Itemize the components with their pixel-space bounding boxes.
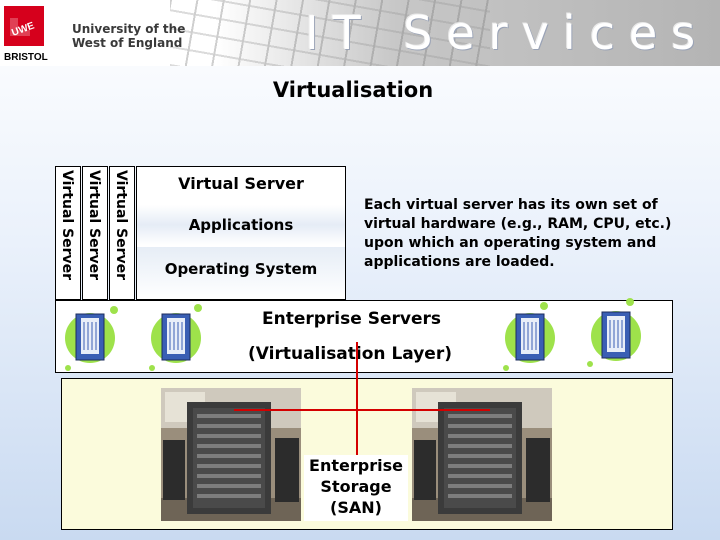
server-icon xyxy=(587,298,641,367)
storage-label-line-2: Storage xyxy=(320,477,392,496)
svg-text:BRISTOL: BRISTOL xyxy=(4,52,48,62)
header-banner: UWE BRISTOL University of the West of En… xyxy=(0,0,720,66)
storage-label-line-1: Enterprise xyxy=(309,456,403,475)
enterprise-storage-label: Enterprise Storage (SAN) xyxy=(304,455,408,521)
university-line-2: West of England xyxy=(72,36,183,50)
enterprise-servers-title: Enterprise Servers xyxy=(262,309,441,329)
storage-label-line-3: (SAN) xyxy=(330,498,382,517)
connector-line-vertical xyxy=(356,342,358,457)
server-icon xyxy=(503,302,555,371)
applications-layer: Applications xyxy=(137,205,345,245)
connector-line-horizontal xyxy=(234,409,490,411)
virtual-server-layer-2: Virtual Server xyxy=(82,166,108,300)
server-icon xyxy=(149,304,202,371)
enterprise-servers-band xyxy=(55,300,673,373)
page-title: Virtualisation xyxy=(272,78,434,102)
virtual-server-layer-3: Virtual Server xyxy=(55,166,81,300)
virtual-server-label: Virtual Server xyxy=(113,170,129,281)
server-icon xyxy=(65,306,118,371)
virtual-server-label: Virtual Server xyxy=(59,170,75,281)
keyboard-background-image xyxy=(170,0,490,66)
virtual-server-label: Virtual Server xyxy=(86,170,102,281)
university-line-1: University of the xyxy=(72,22,186,36)
virtual-server-title: Virtual Server xyxy=(137,167,345,207)
virtual-server-description: Each virtual server has its own set of v… xyxy=(364,197,672,270)
storage-server-photo xyxy=(161,388,301,521)
virtualisation-layer-label: (Virtualisation Layer) xyxy=(248,344,452,364)
virtual-server-front: Virtual Server Applications Operating Sy… xyxy=(136,166,346,300)
operating-system-layer: Operating System xyxy=(137,247,345,299)
virtual-server-layer-1: Virtual Server xyxy=(109,166,135,300)
uwe-logo: UWE BRISTOL xyxy=(4,6,48,62)
storage-server-photo xyxy=(412,388,552,521)
section-title: IT Services xyxy=(305,6,710,60)
university-name: University of the West of England xyxy=(72,22,185,50)
